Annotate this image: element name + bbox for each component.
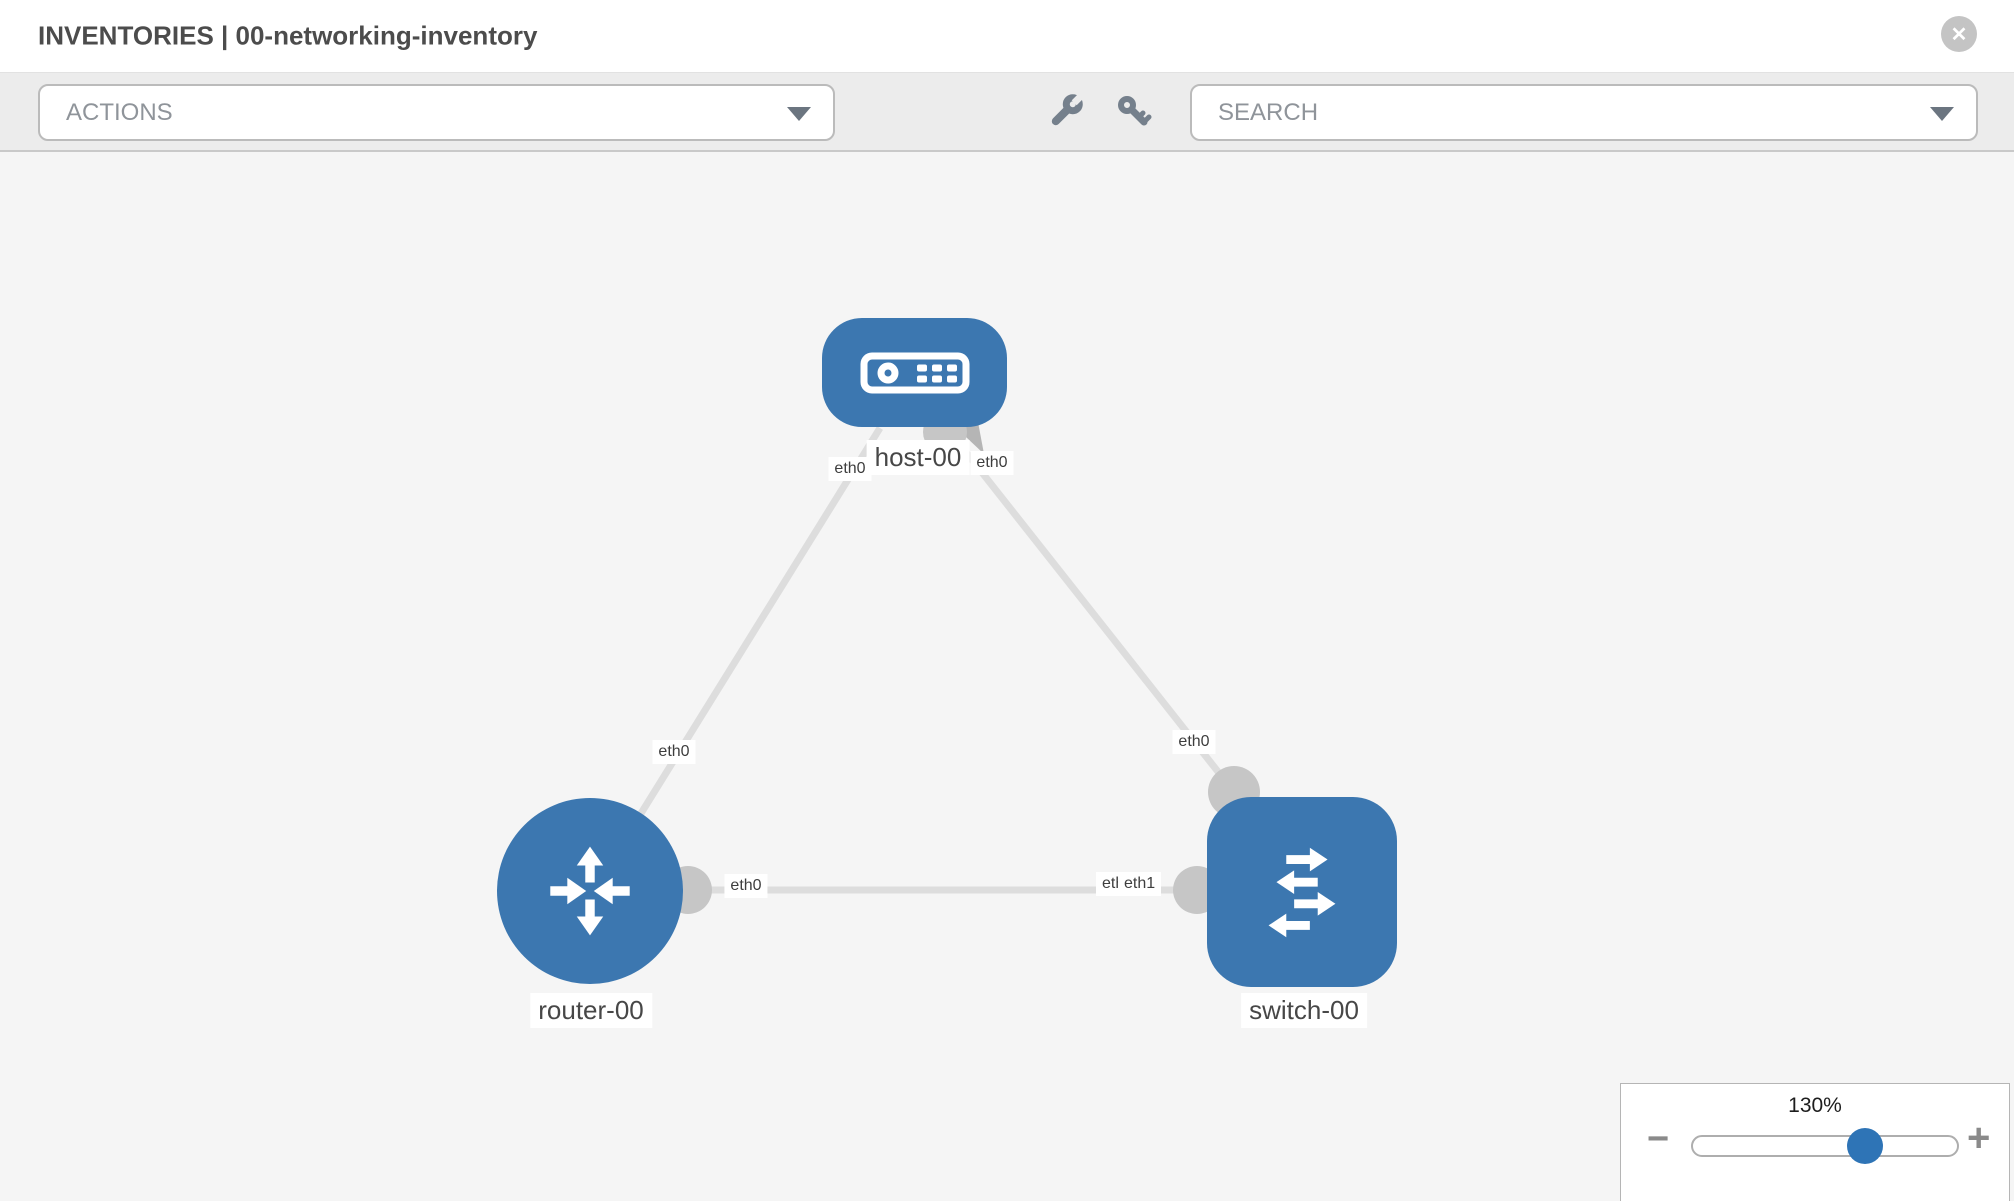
iface-label-switch-eth1: eth1 xyxy=(1118,872,1162,896)
search-dropdown-placeholder: SEARCH xyxy=(1218,98,1319,126)
iface-label-router-eth0: eth0 xyxy=(724,874,768,898)
zoom-control-panel: 130% − + xyxy=(1620,1083,2010,1201)
zoom-slider-track[interactable] xyxy=(1691,1135,1959,1157)
node-switch-00[interactable] xyxy=(1207,797,1397,987)
iface-label-router-link-eth0: eth0 xyxy=(652,740,696,764)
wrench-icon xyxy=(1051,93,1084,126)
actions-dropdown-placeholder: ACTIONS xyxy=(66,98,173,126)
plus-icon: + xyxy=(1967,1116,1991,1160)
credentials-button[interactable] xyxy=(1114,92,1154,132)
configure-button[interactable] xyxy=(1045,92,1085,132)
actions-dropdown[interactable]: ACTIONS xyxy=(38,84,835,141)
topology-links-layer xyxy=(637,410,1260,914)
switch-arrows-icon xyxy=(1268,847,1336,938)
key-icon xyxy=(1118,96,1152,126)
zoom-out-button[interactable]: − xyxy=(1647,1120,1669,1158)
server-icon xyxy=(860,352,969,393)
header: INVENTORIES | 00-networking-inventory ✕ xyxy=(0,0,2014,73)
iface-label-host-eth0-right: eth0 xyxy=(970,451,1014,475)
search-dropdown[interactable]: SEARCH xyxy=(1190,84,1978,141)
zoom-level-label: 130% xyxy=(1788,1094,1842,1117)
caret-down-icon xyxy=(787,106,811,121)
node-label-router-00: router-00 xyxy=(530,993,652,1028)
caret-down-icon xyxy=(1930,106,1954,121)
node-router-00[interactable] xyxy=(497,798,683,984)
close-icon: ✕ xyxy=(1950,23,1968,46)
router-arrows-icon xyxy=(550,846,630,936)
iface-label-host-eth0-left: eth0 xyxy=(828,457,872,481)
toolbar: ACTIONS SEARC xyxy=(0,73,2014,152)
zoom-in-button[interactable]: + xyxy=(1967,1118,1990,1158)
node-label-switch-00: switch-00 xyxy=(1241,993,1367,1028)
zoom-slider-handle[interactable] xyxy=(1847,1128,1883,1164)
close-button[interactable]: ✕ xyxy=(1941,16,1977,52)
minus-icon: − xyxy=(1647,1118,1670,1160)
iface-label-switch-top-eth0: eth0 xyxy=(1172,730,1216,754)
node-host-00[interactable] xyxy=(822,318,1007,427)
topology-canvas[interactable]: host-00 router-00 switch-00 eth0 eth0 et… xyxy=(0,152,2014,1201)
node-label-host-00: host-00 xyxy=(866,440,970,475)
page-title: INVENTORIES | 00-networking-inventory xyxy=(38,20,538,51)
